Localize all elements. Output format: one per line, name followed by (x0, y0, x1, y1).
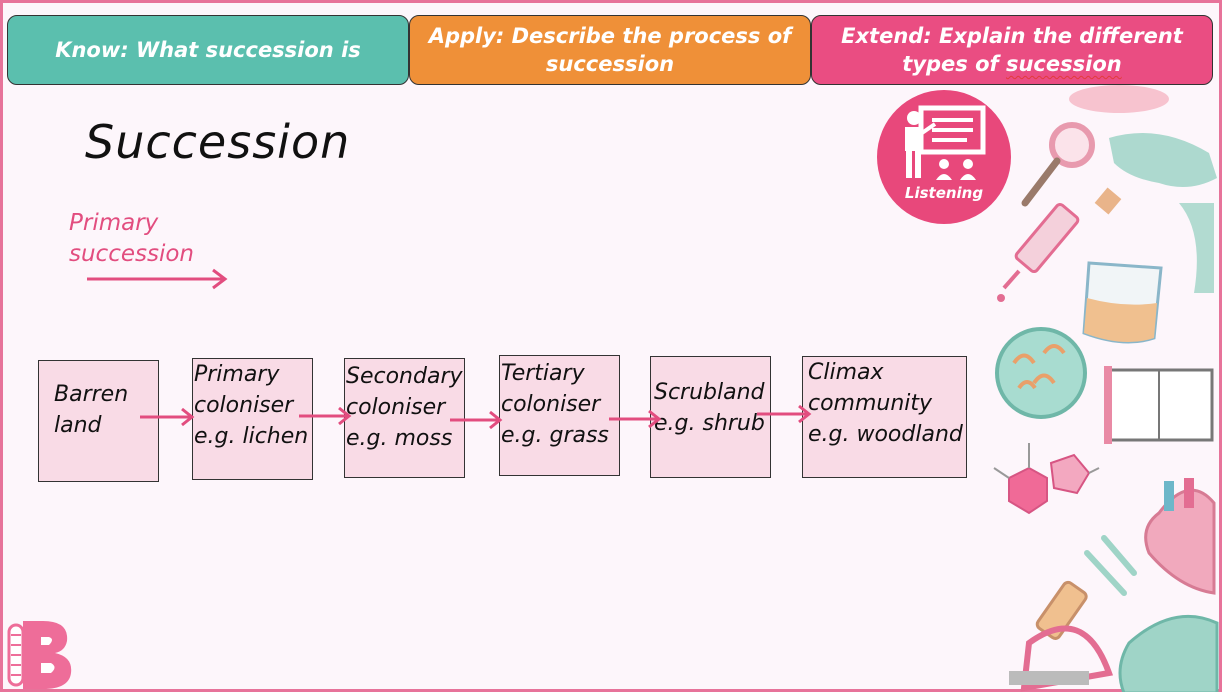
test-tube-icon (1084, 535, 1137, 596)
science-illustrations (993, 85, 1219, 692)
stage-line: community (808, 391, 933, 416)
magnifier-icon (1021, 122, 1095, 207)
brand-b-logo-icon (7, 621, 72, 689)
stage-line: e.g. woodland (808, 422, 963, 447)
objective-extend: Extend: Explain the different types of s… (811, 15, 1213, 85)
section-subtitle: Primary succession (69, 210, 195, 267)
stage-line: e.g. moss (346, 426, 453, 451)
petri-dish-icon (995, 327, 1087, 419)
teacher-presentation-icon (905, 105, 986, 180)
arrow-right-icon (87, 268, 228, 290)
microscope-icon (1009, 580, 1114, 692)
page-title: Succession (85, 115, 351, 169)
book-icon (1104, 366, 1214, 444)
stage-line: e.g. grass (501, 423, 609, 448)
stage-line: Tertiary (501, 361, 585, 386)
arrow-right-icon (609, 409, 662, 429)
stage-line: coloniser (194, 393, 294, 418)
objective-extend-text: Extend: Explain the different types of (841, 24, 1183, 76)
listening-label: Listening (904, 184, 984, 202)
stage-box-barren-land: Barren land (38, 360, 159, 482)
stage-box-scrubland: Scrubland e.g. shrub (650, 356, 771, 478)
stage-box-tertiary-coloniser: Tertiary coloniser e.g. grass (499, 355, 620, 476)
stage-line: e.g. lichen (194, 424, 309, 449)
objective-know-label: Know: What succession is (55, 38, 361, 62)
stage-line: coloniser (501, 392, 601, 417)
syringe-icon (997, 187, 1122, 302)
dish-icon (1118, 614, 1219, 692)
molecule-icon (993, 443, 1100, 515)
arrow-right-icon (450, 410, 503, 430)
stage-box-secondary-coloniser: Secondary coloniser e.g. moss (344, 358, 465, 478)
arrow-right-icon (140, 407, 195, 427)
stage-box-primary-coloniser: Primary coloniser e.g. lichen (192, 358, 313, 480)
stage-line: Climax (808, 360, 884, 385)
stage-line: land (54, 413, 102, 438)
objective-know: Know: What succession is (7, 15, 409, 85)
stage-line: Barren (54, 382, 129, 407)
beaker-icon (1082, 261, 1163, 344)
stage-box-climax-community: Climax community e.g. woodland (802, 356, 967, 478)
arrow-right-icon (757, 404, 812, 424)
stage-line: Scrubland (654, 380, 765, 405)
stage-line: coloniser (346, 395, 446, 420)
heart-icon (1144, 478, 1216, 595)
pill-icon (1069, 85, 1169, 113)
objective-extend-label: Extend: Explain the different types of s… (822, 22, 1202, 78)
stage-line: Secondary (346, 364, 463, 389)
spelling-error-word: sucession (1005, 52, 1122, 76)
stage-line: Primary (194, 362, 280, 387)
stage-line: e.g. shrub (654, 411, 765, 436)
arrow-right-icon (299, 406, 352, 426)
glove-icon (1109, 133, 1217, 187)
objective-apply: Apply: Describe the process of successio… (409, 15, 811, 85)
objective-apply-label: Apply: Describe the process of successio… (428, 24, 792, 76)
listening-badge: Listening (877, 90, 1011, 224)
